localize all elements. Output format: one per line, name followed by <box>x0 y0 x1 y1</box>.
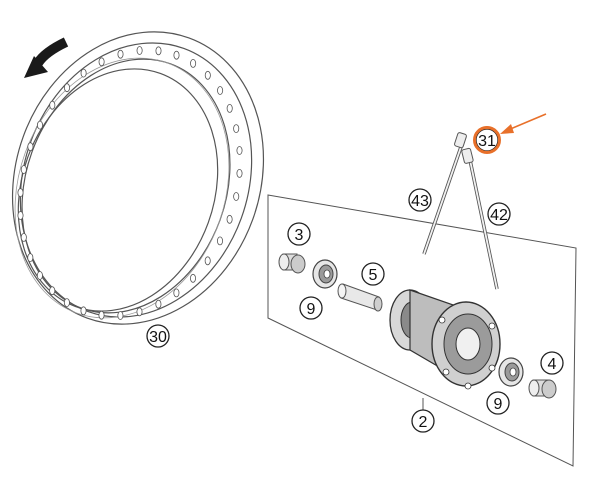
rim-spoke-hole <box>80 68 87 78</box>
rim-spoke-hole <box>216 236 223 246</box>
callout-hub: 2 <box>411 409 435 433</box>
rim-spoke-hole <box>190 59 197 68</box>
rim-spoke-hole <box>20 165 27 174</box>
hub <box>389 289 501 390</box>
rim-spoke-hole <box>217 86 224 95</box>
rim-spoke-hole <box>155 46 162 56</box>
callout-spoke-short-label: 42 <box>490 207 508 224</box>
rim-spoke-hole <box>17 188 24 198</box>
rim-spoke-hole <box>136 46 143 55</box>
rim-spoke-hole <box>27 253 34 263</box>
rim-spoke-hole <box>189 273 196 283</box>
callout-nipple-label: 31 <box>478 133 496 150</box>
spoke-short <box>461 147 499 290</box>
hub-assembly-plate <box>267 194 577 467</box>
callout-bearing-left-label: 9 <box>307 301 316 318</box>
bearing-right <box>498 357 524 387</box>
rim <box>11 31 265 325</box>
rim-spoke-hole <box>117 49 124 59</box>
rim-spoke-hole <box>80 306 87 316</box>
rim-spoke-hole <box>155 299 162 309</box>
rim-spoke-hole <box>64 83 71 93</box>
callout-spacer-left: 3 <box>287 222 311 246</box>
rim-spoke-hole <box>233 192 240 201</box>
callout-bearing-left: 9 <box>299 296 323 320</box>
rim-spoke-hole <box>37 120 44 130</box>
rim-spoke-hole <box>49 100 56 110</box>
rim-spoke-hole <box>204 70 211 80</box>
callout-spoke-long-label: 43 <box>411 193 429 210</box>
callout-spoke-long: 43 <box>408 188 432 212</box>
callout-axle-sleeve-label: 5 <box>369 267 378 284</box>
rim-spoke-hole <box>98 310 105 320</box>
spacer-right <box>528 379 557 399</box>
callout-rim: 30 <box>146 324 170 348</box>
rim-spoke-hole <box>226 104 233 113</box>
callout-spacer-right-label: 4 <box>548 356 557 373</box>
rim-spoke-hole <box>49 286 56 296</box>
callout-hub-label: 2 <box>419 414 428 431</box>
callout-spoke-short: 42 <box>487 202 511 226</box>
rim-spoke-hole <box>204 256 211 266</box>
spacer-left <box>278 253 306 274</box>
rim-spoke-hole <box>17 211 24 220</box>
bearing-left <box>312 259 338 289</box>
rim-spoke-hole <box>236 168 243 178</box>
rotation-direction-arrow-icon <box>24 37 69 78</box>
spoke-long <box>422 132 467 255</box>
pointer-arrow-icon <box>500 113 547 134</box>
rim-spoke-hole <box>98 57 105 67</box>
rim-spoke-hole <box>27 142 34 152</box>
rim-spoke-hole <box>236 146 243 155</box>
rim-spoke-hole <box>117 311 124 320</box>
callout-spacer-right: 4 <box>540 351 564 375</box>
rim-spoke-hole <box>233 124 240 134</box>
callout-spacer-left-label: 3 <box>295 227 304 244</box>
rim-spoke-hole <box>173 50 180 60</box>
rim-spoke-hole <box>63 298 70 308</box>
axle-sleeve <box>337 283 383 312</box>
rim-spoke-hole <box>136 307 143 317</box>
callout-rim-label: 30 <box>149 329 167 346</box>
rim-spoke-hole <box>36 271 43 280</box>
rim-spoke-hole <box>226 214 233 224</box>
callout-bearing-right: 9 <box>486 391 510 415</box>
rim-spoke-hole <box>20 232 27 242</box>
callout-bearing-right-label: 9 <box>494 396 503 413</box>
callout-axle-sleeve: 5 <box>361 262 385 286</box>
rim-spoke-holes <box>17 46 243 320</box>
highlight-ring <box>473 126 501 154</box>
rim-spoke-hole <box>173 288 180 298</box>
callout-nipple: 31 <box>475 128 499 152</box>
